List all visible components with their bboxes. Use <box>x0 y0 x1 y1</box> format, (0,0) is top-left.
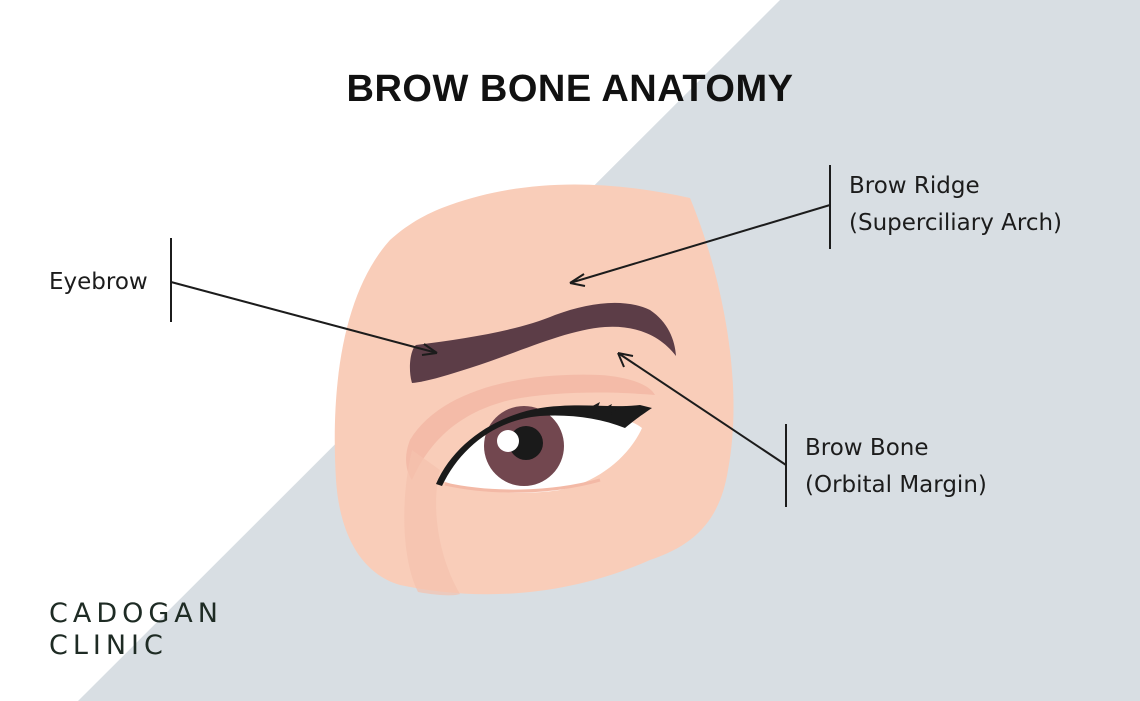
brow-ridge-pointer <box>569 204 831 284</box>
eye-highlight <box>497 430 519 452</box>
pupil <box>509 426 543 460</box>
label-brow-ridge-line1: Brow Ridge <box>849 173 980 199</box>
logo-line2: CLINIC <box>49 630 168 661</box>
lower-lid-line <box>444 478 601 493</box>
label-eyebrow: Eyebrow <box>49 264 148 301</box>
eyebrow-shape <box>409 302 676 383</box>
nose-shadow <box>404 450 460 596</box>
brow-bone-arrowhead <box>617 352 634 368</box>
label-brow-bone-line2: (Orbital Margin) <box>805 472 987 498</box>
eyebrow-pointer <box>170 281 438 354</box>
eyebrow-arrowhead <box>421 343 438 356</box>
brow-ridge-arrowhead <box>569 273 586 287</box>
orbital-shadow <box>406 374 655 480</box>
label-brow-bone-line1: Brow Bone <box>805 435 929 461</box>
lash-flick <box>585 402 626 416</box>
label-eyebrow-text: Eyebrow <box>49 269 148 295</box>
logo-line1: CADOGAN <box>49 598 223 629</box>
label-brow-ridge-line2: (Superciliary Arch) <box>849 210 1063 236</box>
upper-lash-line <box>436 405 652 486</box>
label-brow-bone: Brow Bone (Orbital Margin) <box>805 430 987 504</box>
clinic-logo: CADOGAN CLINIC <box>49 598 223 662</box>
diagram-title: BROW BONE ANATOMY <box>346 68 794 110</box>
brow-bone-pointer <box>617 352 787 466</box>
label-brow-ridge: Brow Ridge (Superciliary Arch) <box>849 168 1062 242</box>
